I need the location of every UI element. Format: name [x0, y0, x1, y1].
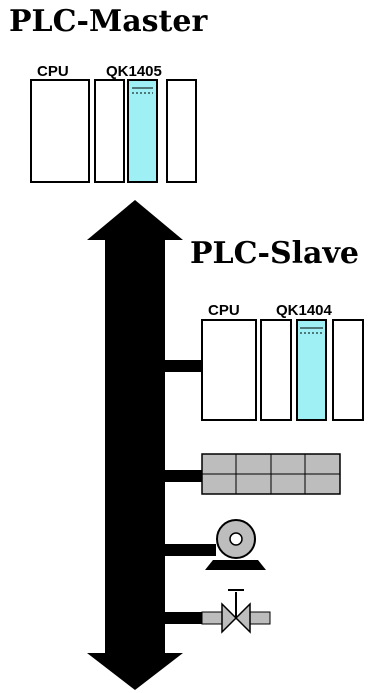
valve-connector [160, 612, 202, 624]
plc-master-rack [30, 79, 197, 183]
plc-slave-rack [201, 319, 364, 421]
pump-icon [205, 519, 266, 570]
slave-slot-3 [332, 319, 364, 421]
slave-qk1404-module [296, 319, 327, 421]
master-module-label: QK1405 [106, 63, 162, 80]
slave-slot-1 [260, 319, 292, 421]
io-connector [160, 470, 202, 482]
slave-cpu-label: CPU [208, 302, 240, 319]
master-slot-1 [94, 79, 125, 183]
valve-icon [201, 589, 271, 634]
master-slot-3 [166, 79, 197, 183]
master-cpu-label: CPU [37, 63, 69, 80]
slave-connector [160, 360, 202, 372]
slave-module-label: QK1404 [276, 302, 332, 319]
master-cpu-module [30, 79, 90, 183]
plc-slave-title: PLC-Slave [190, 236, 359, 271]
plc-master-title: PLC-Master [9, 4, 208, 39]
bus-double-arrow-icon [87, 200, 183, 690]
master-qk1405-module [127, 79, 158, 183]
pump-connector [160, 544, 216, 556]
slave-cpu-module [201, 319, 257, 421]
terminal-block-icon [201, 453, 341, 495]
